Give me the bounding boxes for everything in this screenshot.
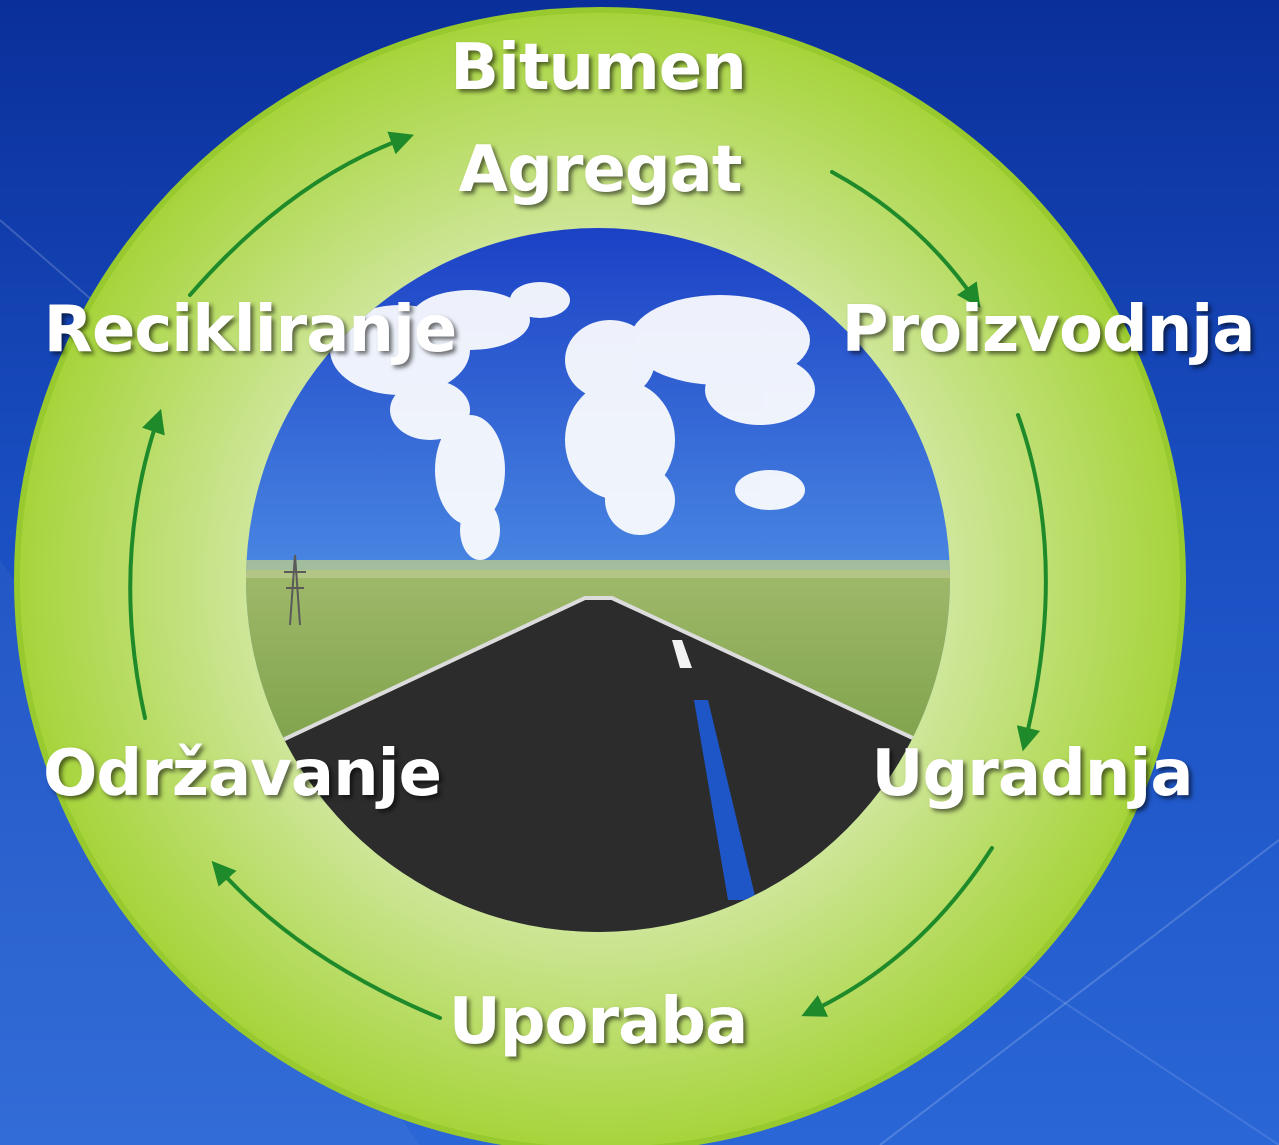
label-bitumen: Bitumen — [450, 31, 747, 105]
arrow-bitumen-to-proizvodnja — [830, 170, 981, 308]
road-center-line — [672, 640, 692, 668]
cloud-world-map — [330, 282, 815, 560]
cycle-arrows — [128, 131, 1048, 1020]
arrow-ugradnja-to-uporaba — [801, 846, 994, 1017]
power-pylon — [284, 554, 306, 626]
arrow-recikliranje-to-bitumen — [188, 131, 415, 297]
label-agregat: Agregat — [458, 133, 743, 207]
label-ugradnja: Ugradnja — [871, 737, 1193, 811]
road-photo — [246, 228, 950, 932]
label-odrzavanje: Održavanje — [42, 737, 442, 811]
label-proizvodnja: Proizvodnja — [841, 293, 1256, 367]
arrow-proizvodnja-to-ugradnja — [1016, 413, 1048, 752]
arrow-uporaba-to-odrzavanje — [211, 860, 442, 1020]
arrow-odrzavanje-to-recikliranje — [128, 408, 165, 720]
label-uporaba: Uporaba — [448, 985, 748, 1059]
label-recikliranje: Recikliranje — [43, 293, 458, 367]
